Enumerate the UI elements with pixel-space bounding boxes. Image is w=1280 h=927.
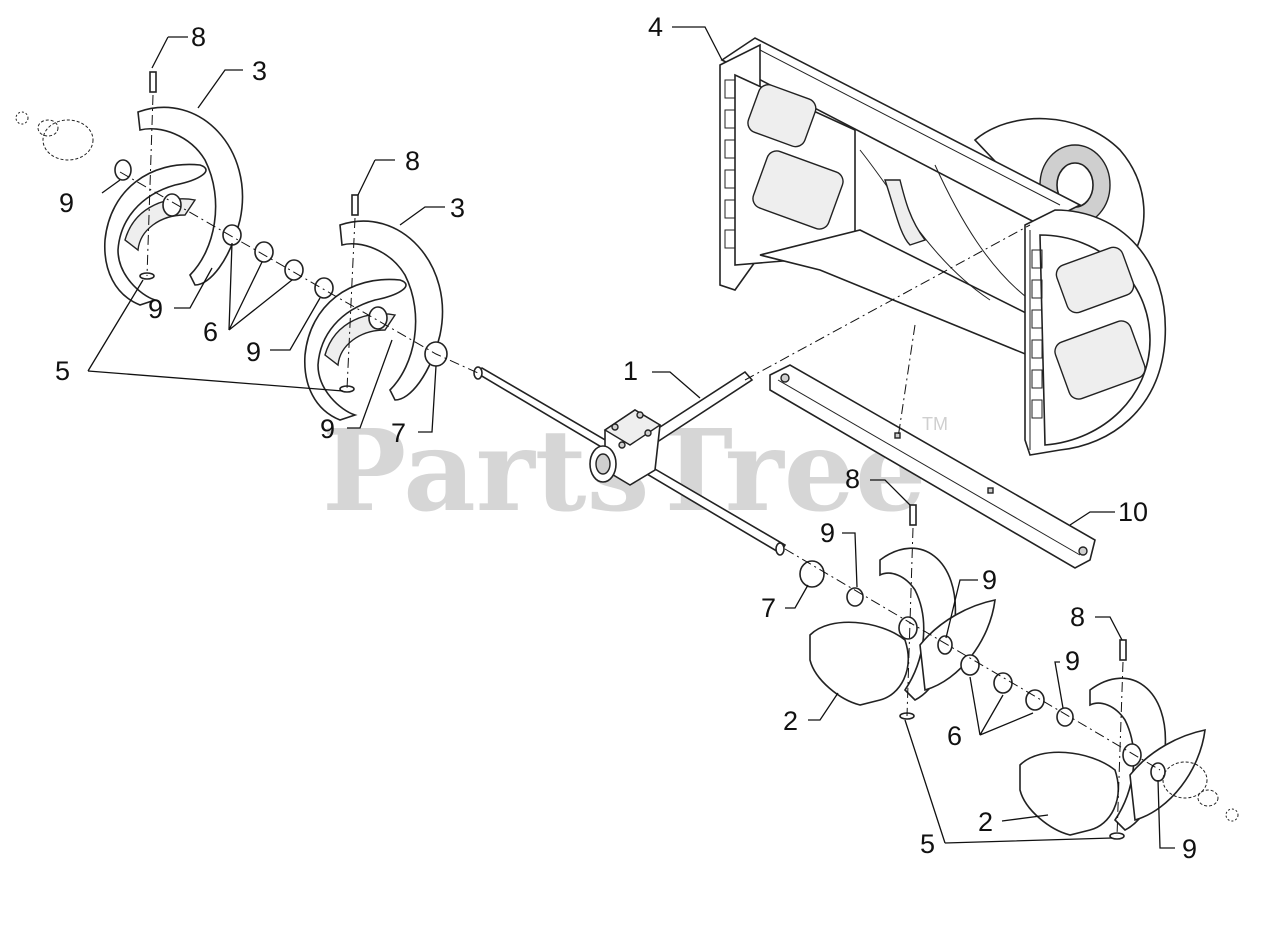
cotter-pins[interactable] [139,272,1125,840]
callout-9-lower-center-left: 9 [820,518,835,548]
callout-1-shaft: 1 [623,356,638,386]
callout-9-left-hub: 9 [59,188,74,218]
center-lines [119,94,1161,837]
impeller-middle-left[interactable] [304,220,444,421]
callout-9-right-hub: 9 [1182,834,1197,864]
callout-labels: 8 3 4 9 9 6 9 8 3 5 9 7 1 8 10 9 9 7 2 8… [55,12,1197,864]
callout-5-left: 5 [55,356,70,386]
callout-8-lower-center: 8 [845,464,860,494]
impeller-lower-center[interactable] [809,547,996,706]
callout-2-lower-right: 2 [978,807,993,837]
callout-4-housing: 4 [648,12,663,42]
callout-9-left-spacer: 9 [246,337,261,367]
callout-3-middle-left: 3 [450,193,465,223]
callout-8-lower-right: 8 [1070,602,1085,632]
callout-5-right: 5 [920,829,935,859]
leader-lines [87,26,1175,849]
shear-bolts[interactable] [149,71,1127,661]
auger-shaft-gearbox[interactable] [473,366,787,556]
impeller-upper-left[interactable] [104,106,244,306]
callout-9-lower-center-right: 9 [982,565,997,595]
callout-3-top-left: 3 [252,56,267,86]
callout-10-scraper: 10 [1118,497,1148,527]
callout-9-lower-right: 9 [1065,646,1080,676]
callout-6-left: 6 [203,317,218,347]
callout-8-top-left: 8 [191,22,206,52]
callout-6-right: 6 [947,721,962,751]
callout-9-middle-left: 9 [320,414,335,444]
hatched-hub-right [1162,761,1239,822]
hatched-hub-left [15,111,94,161]
scraper-bar[interactable] [769,364,1096,569]
auger-housing[interactable] [719,37,1167,456]
callout-9-left-lower: 9 [148,294,163,324]
callout-7-left: 7 [391,418,406,448]
callout-8-middle-left: 8 [405,146,420,176]
bearings-spacers[interactable] [222,224,1074,727]
impeller-lower-right[interactable] [1019,677,1206,836]
callout-7-right: 7 [761,593,776,623]
callout-2-lower-center: 2 [783,706,798,736]
watermark-trademark: TM [922,414,948,434]
